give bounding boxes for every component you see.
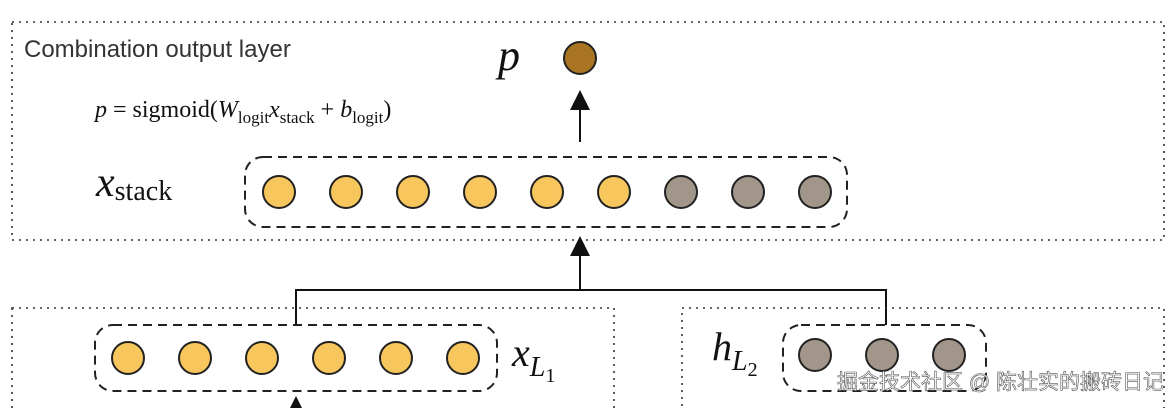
stack-node-7 xyxy=(664,175,698,209)
stack-node-8 xyxy=(731,175,765,209)
deep-node-6 xyxy=(446,341,480,375)
deep-branch-border xyxy=(11,307,615,408)
cross-node-3 xyxy=(932,338,966,372)
cross-vector-box xyxy=(782,324,987,392)
stack-node-9 xyxy=(798,175,832,209)
deep-branch-label: xL1 xyxy=(511,330,555,387)
deep-vector-box xyxy=(94,324,498,392)
combination-layer-title: Combination output layer xyxy=(24,36,291,63)
deep-node-3 xyxy=(245,341,279,375)
stack-node-5 xyxy=(530,175,564,209)
deep-node-1 xyxy=(111,341,145,375)
stack-label: xstack xyxy=(95,160,172,207)
stack-vector-box xyxy=(244,156,848,228)
stack-node-1 xyxy=(262,175,296,209)
watermark: 掘金技术社区 @ 陈壮实的搬砖日记 xyxy=(837,371,1164,394)
stack-node-6 xyxy=(597,175,631,209)
deep-node-5 xyxy=(379,341,413,375)
cross-nodes xyxy=(798,338,966,372)
output-symbol: p xyxy=(495,31,520,80)
deep-node-2 xyxy=(178,341,212,375)
deep-node-4 xyxy=(312,341,346,375)
stack-node-3 xyxy=(396,175,430,209)
stack-node-4 xyxy=(463,175,497,209)
output-node xyxy=(563,41,597,75)
stack-nodes xyxy=(262,175,832,209)
cross-node-2 xyxy=(865,338,899,372)
stack-node-2 xyxy=(329,175,363,209)
deep-nodes xyxy=(111,341,480,375)
cross-node-1 xyxy=(798,338,832,372)
sigmoid-formula: p = sigmoid(Wlogitxstack + blogit) xyxy=(93,97,391,127)
cross-branch-label: hL2 xyxy=(712,324,758,381)
